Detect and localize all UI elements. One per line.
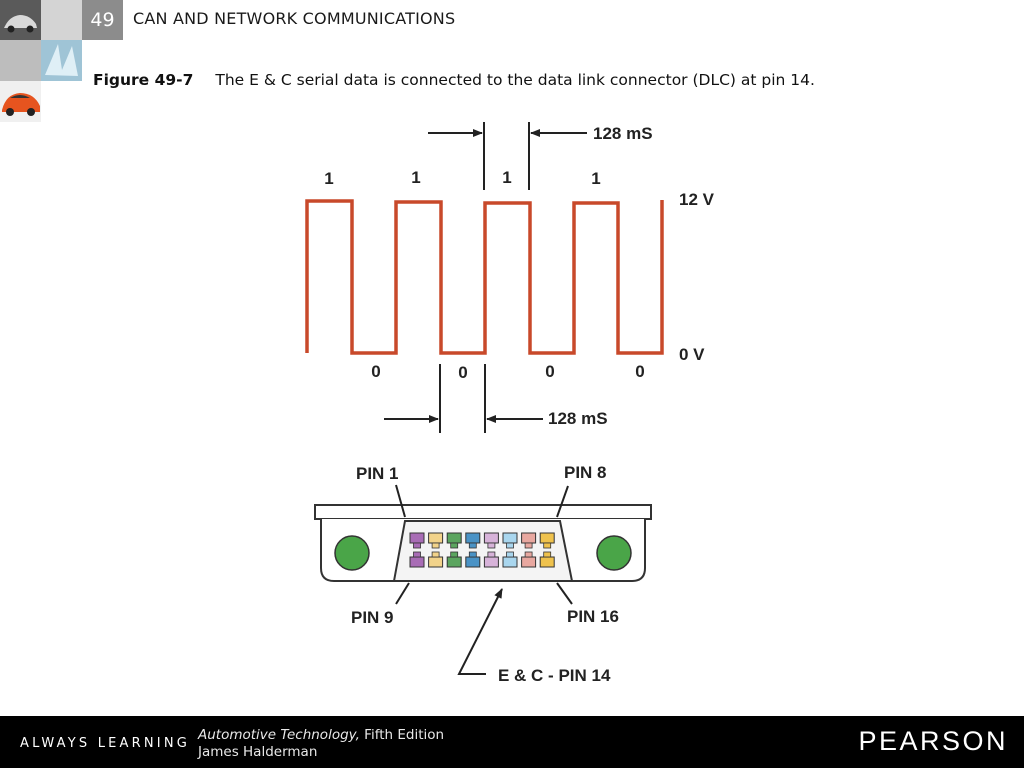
figure-label: Figure 49-7 (93, 71, 194, 89)
bit-low-1: 0 (371, 362, 380, 381)
voltage-low-label: 0 V (679, 345, 705, 364)
bit-low-4: 0 (635, 362, 644, 381)
bit-high-1: 1 (324, 169, 333, 188)
pin16-label: PIN 16 (567, 607, 619, 626)
connector-pin-stem-16 (543, 551, 552, 558)
bit-high-3: 1 (502, 168, 511, 187)
car-thumbnail-collage (0, 0, 82, 122)
ec-pin14-arrow (457, 588, 503, 675)
connector-pin-stem-2 (431, 542, 440, 549)
connector-flange (314, 504, 652, 520)
voltage-high-label: 12 V (679, 190, 715, 209)
connector-pin-1 (409, 532, 425, 544)
data-link-connector (314, 504, 652, 582)
connector-pin-14 (502, 556, 518, 568)
pin1-label: PIN 1 (356, 464, 399, 483)
connector-pin-15 (521, 556, 537, 568)
connector-pin-stem-7 (524, 542, 533, 549)
connector-pin-stem-6 (506, 542, 514, 549)
footer-author: James Halderman (198, 744, 318, 760)
connector-pin-stem-15 (524, 551, 533, 558)
period-top-label: 128 mS (593, 124, 653, 143)
connector-pin-2 (428, 532, 444, 544)
connector-pin-5 (483, 532, 499, 544)
connector-pin-6 (502, 532, 518, 544)
connector-pin-10 (428, 556, 444, 568)
connector-pin-stem-3 (450, 542, 459, 549)
connector-pin-11 (446, 556, 462, 568)
footer-edition: Fifth Edition (359, 727, 445, 743)
connector-pins (409, 532, 555, 568)
connector-pin-stem-5 (487, 542, 496, 549)
pin1-leader (395, 484, 406, 518)
connector-pin-stem-1 (413, 542, 421, 549)
ec-pin14-label: E & C - PIN 14 (498, 666, 611, 685)
connector-pin-stem-8 (543, 542, 552, 549)
connector-pin-7 (521, 532, 537, 544)
ec-serial-data-diagram: 1 1 1 1 0 0 0 0 12 V 0 V 128 mS 128 mS P… (305, 122, 715, 685)
footer-bar: ALWAYS LEARNING Automotive Technology, F… (0, 716, 1024, 768)
chapter-title: CAN AND NETWORK COMMUNICATIONS (133, 9, 456, 28)
connector-socket (392, 520, 574, 582)
connector-pin-stem-12 (468, 551, 477, 558)
connector-pin-stem-4 (468, 542, 477, 549)
period-bottom-label: 128 mS (548, 409, 608, 428)
bit-high-2: 1 (411, 168, 420, 187)
connector-pin-8 (539, 532, 555, 544)
connector-pin-12 (465, 556, 481, 568)
connector-pin-3 (446, 532, 462, 544)
connector-pin-stem-13 (487, 551, 496, 558)
connector-pin-stem-14 (506, 551, 514, 558)
connector-pin-stem-10 (431, 551, 440, 558)
connector-pin-stem-9 (413, 551, 421, 558)
mount-hole-right (596, 535, 632, 571)
connector-pin-9 (409, 556, 425, 568)
thumb-gray (41, 0, 82, 40)
pin16-leader (556, 582, 573, 605)
header-thumbnails (0, 0, 82, 122)
footer-book-info: Automotive Technology, Fifth Edition Jam… (198, 727, 444, 761)
connector-pin-stem-11 (450, 551, 459, 558)
pin9-label: PIN 9 (351, 608, 394, 627)
figure-caption: Figure 49-7 The E & C serial data is conn… (93, 71, 815, 89)
connector-pin-13 (483, 556, 499, 568)
footer-tagline: ALWAYS LEARNING (20, 736, 191, 751)
figure-caption-text: The E & C serial data is connected to th… (215, 71, 815, 89)
mount-hole-left (334, 535, 370, 571)
footer-book-title: Automotive Technology, (198, 727, 360, 743)
serial-data-square-wave (305, 199, 664, 355)
bit-low-3: 0 (545, 362, 554, 381)
connector-pin-4 (465, 532, 481, 544)
pin8-leader (556, 485, 569, 518)
bit-low-2: 0 (458, 363, 467, 382)
chapter-number: 49 (82, 0, 123, 40)
thumb-gray-2 (0, 40, 41, 81)
connector-pin-16 (539, 556, 555, 568)
bit-high-4: 1 (591, 169, 600, 188)
pearson-logo: PEARSON (858, 726, 1008, 756)
pin8-label: PIN 8 (564, 463, 607, 482)
pin9-leader (395, 582, 410, 605)
